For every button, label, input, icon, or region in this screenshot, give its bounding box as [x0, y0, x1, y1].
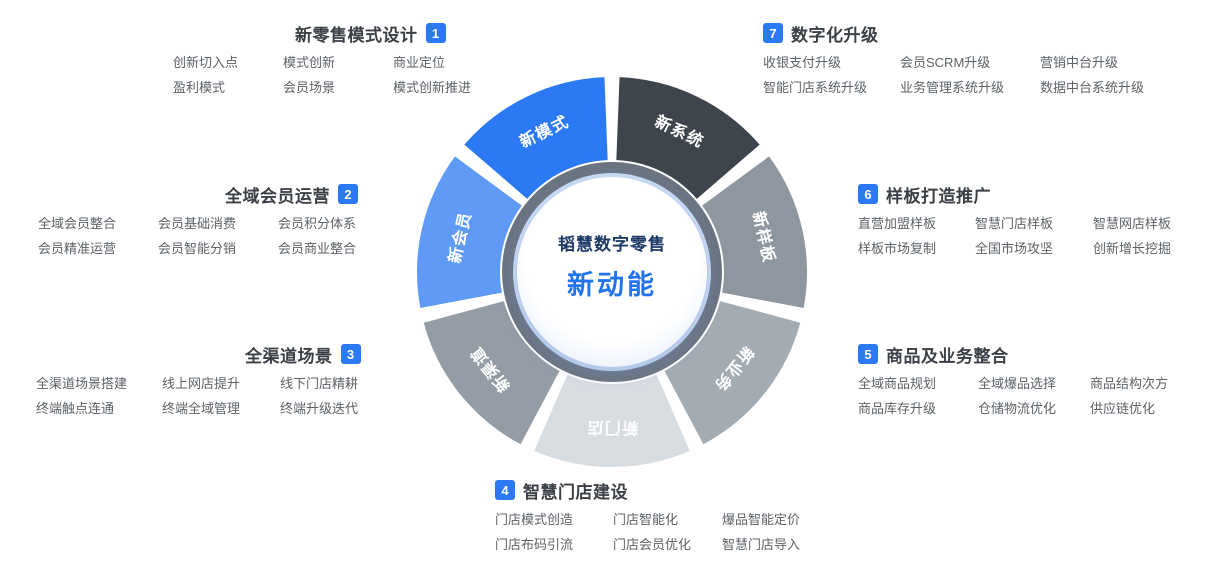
section-member-operation: 全域会员运营 2 全域会员整合 会员基础消费 会员积分体系 会员精准运营 会员智… [38, 183, 358, 257]
feature-item: 爆品智能定价 [722, 512, 801, 527]
wheel-segment-new-member [417, 156, 522, 309]
feature-item: 门店模式创造 [495, 512, 574, 527]
section-items: 全域商品规划 全域爆品选择 商品结构次方 商品库存升级 仓储物流优化 供应链优化 [858, 376, 1168, 417]
feature-item: 商品结构次方 [1090, 376, 1169, 391]
feature-item: 智慧网店样板 [1093, 216, 1172, 231]
feature-item: 业务管理系统升级 [900, 80, 1005, 95]
feature-item: 模式创新 [283, 55, 336, 70]
feature-item: 盈利模式 [173, 80, 226, 95]
center-disc [517, 177, 707, 367]
feature-item: 创新增长挖掘 [1093, 241, 1172, 256]
feature-item: 商品库存升级 [858, 401, 937, 416]
wheel-segment-new-system [616, 77, 760, 199]
section-header: 全渠道场景 3 [245, 343, 361, 366]
feature-item: 营销中台升级 [1040, 55, 1119, 70]
feature-item: 门店智能化 [613, 512, 679, 527]
section-items: 直营加盟样板 智慧门店样板 智慧网店样板 样板市场复制 全国市场攻坚 创新增长挖… [858, 216, 1171, 257]
feature-item: 全域爆品选择 [978, 376, 1057, 391]
wheel-segment-new-model [464, 77, 608, 199]
feature-item: 会员精准运营 [38, 241, 117, 256]
feature-item: 直营加盟样板 [858, 216, 937, 231]
section-digital-upgrade: 7 数字化升级 收银支付升级 会员SCRM升级 营销中台升级 智能门店系统升级 … [763, 22, 1144, 96]
section-number-badge: 1 [425, 23, 446, 43]
section-items: 全域会员整合 会员基础消费 会员积分体系 会员精准运营 会员智能分销 会员商业整… [38, 216, 358, 257]
feature-item: 全国市场攻坚 [975, 241, 1054, 256]
feature-item: 商业定位 [393, 55, 446, 70]
center-subtitle: 新动能 [567, 269, 657, 300]
wheel-segment-new-channel [423, 301, 560, 445]
section-items: 门店模式创造 门店智能化 爆品智能定价 门店布码引流 门店会员优化 智慧门店导入 [495, 512, 800, 553]
feature-item: 供应链优化 [1090, 401, 1156, 416]
feature-item: 会员场景 [283, 80, 336, 95]
feature-item: 门店会员优化 [613, 537, 692, 552]
feature-item: 模式创新推进 [393, 80, 472, 95]
feature-item: 会员基础消费 [158, 216, 237, 231]
feature-item: 全域商品规划 [858, 376, 937, 391]
section-model-promotion: 6 样板打造推广 直营加盟样板 智慧门店样板 智慧网店样板 样板市场复制 全国市… [858, 183, 1171, 257]
feature-item: 会员商业整合 [278, 241, 357, 256]
section-title: 智慧门店建设 [523, 482, 628, 502]
feature-item: 会员积分体系 [278, 216, 357, 231]
section-items: 全渠道场景搭建 线上网店提升 线下门店精耕 终端触点连通 终端全域管理 终端升级… [36, 376, 361, 417]
feature-item: 线上网店提升 [162, 376, 241, 391]
section-number-badge: 7 [763, 23, 783, 43]
feature-item: 终端升级迭代 [280, 401, 359, 416]
wheel-segment-new-business [664, 301, 801, 445]
section-items: 创新切入点 模式创新 商业定位 盈利模式 会员场景 模式创新推进 [173, 55, 471, 96]
feature-item: 全渠道场景搭建 [36, 376, 128, 391]
feature-item: 收银支付升级 [763, 55, 842, 70]
feature-item: 数据中台系统升级 [1040, 80, 1145, 95]
center-ring [502, 162, 722, 382]
section-number-badge: 5 [858, 344, 878, 364]
feature-item: 终端全域管理 [162, 401, 241, 416]
section-number-badge: 3 [340, 344, 361, 364]
feature-item: 门店布码引流 [495, 537, 574, 552]
section-title: 数字化升级 [791, 25, 879, 45]
wheel-segment-new-template [702, 156, 807, 309]
section-new-retail-model: 新零售模式设计 1 创新切入点 模式创新 商业定位 盈利模式 会员场景 模式创新… [173, 22, 471, 96]
feature-item: 智慧门店导入 [722, 537, 801, 552]
feature-item: 线下门店精耕 [280, 376, 359, 391]
section-title: 新零售模式设计 [295, 25, 418, 45]
feature-item: 全域会员整合 [38, 216, 117, 231]
section-header: 6 样板打造推广 [858, 183, 1171, 206]
feature-item: 仓储物流优化 [978, 401, 1057, 416]
center-title: 韬慧数字零售 [558, 234, 666, 254]
feature-item: 终端触点连通 [36, 401, 115, 416]
section-header: 4 智慧门店建设 [495, 479, 800, 502]
section-number-badge: 2 [338, 184, 358, 204]
section-number-badge: 4 [495, 480, 515, 500]
section-header: 5 商品及业务整合 [858, 343, 1168, 366]
section-title: 全渠道场景 [245, 346, 333, 366]
feature-item: 创新切入点 [173, 55, 239, 70]
feature-item: 智能门店系统升级 [763, 80, 868, 95]
section-title: 全域会员运营 [225, 186, 330, 206]
wheel-segment-new-store [534, 374, 690, 468]
section-goods-business: 5 商品及业务整合 全域商品规划 全域爆品选择 商品结构次方 商品库存升级 仓储… [858, 343, 1168, 417]
section-smart-store: 4 智慧门店建设 门店模式创造 门店智能化 爆品智能定价 门店布码引流 门店会员… [495, 479, 800, 553]
section-omnichannel-scene: 全渠道场景 3 全渠道场景搭建 线上网店提升 线下门店精耕 终端触点连通 终端全… [36, 343, 361, 417]
feature-item: 会员智能分销 [158, 241, 237, 256]
section-items: 收银支付升级 会员SCRM升级 营销中台升级 智能门店系统升级 业务管理系统升级… [763, 55, 1144, 96]
section-header: 7 数字化升级 [763, 22, 1144, 45]
feature-item: 会员SCRM升级 [900, 55, 991, 70]
feature-item: 智慧门店样板 [975, 216, 1054, 231]
section-title: 样板打造推广 [886, 186, 991, 206]
section-title: 商品及业务整合 [886, 346, 1009, 366]
capability-wheel: 新模式 新系统 新样板 新业务 新门店 新渠道 新会员 韬慧数字零售 新动能 [417, 77, 807, 468]
section-header: 新零售模式设计 1 [295, 22, 471, 45]
section-number-badge: 6 [858, 184, 878, 204]
feature-item: 样板市场复制 [858, 241, 937, 256]
wheel-segment-label: 新门店 [586, 419, 639, 438]
section-header: 全域会员运营 2 [225, 183, 358, 206]
